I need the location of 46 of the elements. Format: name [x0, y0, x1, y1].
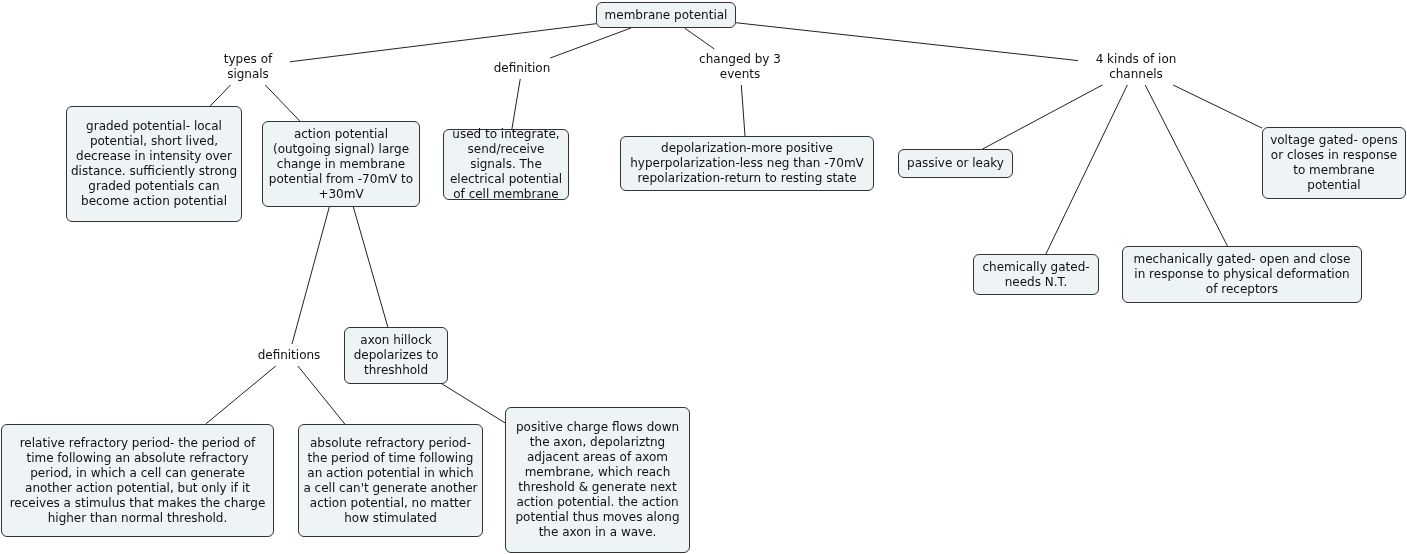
linking-phrase: changed by 3 events	[698, 52, 782, 82]
concept-text: absolute refractory period-the period of time following an action potential in which a cell can't generate another action potential, no matter how stimulated	[303, 435, 478, 526]
concept-box	[596, 2, 736, 28]
connector-line	[549, 27, 632, 59]
linking-phrase: definition	[493, 61, 551, 76]
concept-text: action potential (outgoing signal) large change in membrane potential from -70mV to +30mV	[267, 126, 415, 202]
connector-line	[441, 383, 506, 424]
connector-line	[291, 206, 330, 345]
connector-line	[982, 84, 1103, 150]
linking-phrase: types of signals	[222, 52, 274, 82]
concept-text: membrane potential	[604, 7, 728, 23]
concept-text: passive or leaky	[907, 156, 1004, 171]
linking-phrase: 4 kinds of ion channels	[1094, 52, 1178, 82]
concept-text: positive charge flows down the axon, depolariztng adjacent areas of axom membrane, which reach threshold & generate next action potential. the action potential thus moves along the axon in a wave.	[514, 420, 681, 540]
connector-line	[264, 84, 301, 122]
concept-text: axon hillock depolarizes to threshhold	[352, 333, 440, 378]
connector-line	[1045, 84, 1128, 255]
connector-line	[684, 27, 715, 50]
connector-line	[289, 23, 597, 63]
concept-box	[898, 149, 1013, 178]
concept-text: graded potential- local potential, short lived, decrease in intensity over distance. sufficiently strong graded potentials can become action potential	[71, 119, 237, 209]
concept-text: voltage gated- opens or closes in response to membrane potential	[1269, 133, 1399, 193]
concept-text: relative refractory period- the period of time following an absolute refractory period, in which a cell can generate another action potential, but only if it receives a stimulus that makes the charge higher than normal threshold.	[8, 435, 267, 526]
connector-line	[1172, 84, 1263, 129]
connector-line	[205, 365, 277, 425]
concept-box	[505, 407, 690, 553]
concept-text: mechanically gated- open and close in response to physical deformation of receptors	[1132, 252, 1352, 297]
connector-line	[511, 78, 521, 130]
concept-text: used to integrate, send/receive signals. The electrical potential of cell membrane	[448, 127, 564, 202]
concept-text: chemically gated- needs N.T.	[981, 259, 1091, 290]
connector-line	[735, 22, 1079, 62]
concept-box	[1122, 246, 1362, 303]
concept-box	[1262, 127, 1406, 199]
linking-phrase: definitions	[257, 347, 321, 363]
concept-box	[620, 136, 874, 191]
concept-text: depolarization-more positive hyperpolarization-less neg than -70mV repolarization-return to resting state	[629, 141, 865, 186]
connector-line	[740, 84, 746, 137]
concept-box	[1, 424, 274, 537]
connector-line	[209, 84, 232, 107]
concept-box	[973, 254, 1099, 295]
concept-box	[66, 106, 242, 222]
connector-line	[352, 206, 389, 328]
connector-line	[1144, 84, 1228, 247]
concept-box	[298, 424, 483, 537]
connector-line	[297, 365, 346, 425]
concept-box	[344, 327, 448, 384]
